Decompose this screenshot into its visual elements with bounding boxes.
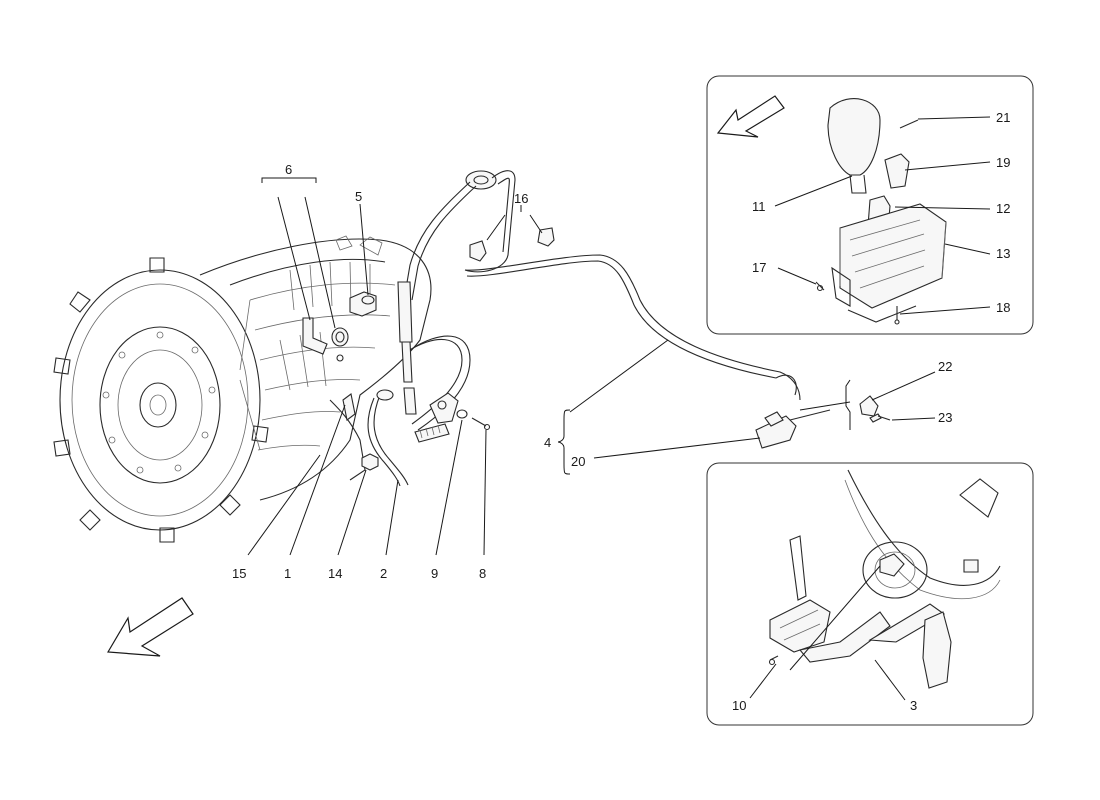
selector-cable-part-2	[367, 335, 471, 487]
callout-18: 18	[996, 300, 1010, 315]
callout-1: 1	[284, 566, 291, 581]
callout-2: 2	[380, 566, 387, 581]
bushing-part-5	[349, 291, 377, 317]
grommet	[331, 327, 349, 347]
callout-20: 20	[571, 454, 585, 469]
callout-14: 14	[328, 566, 342, 581]
lever-part-1	[342, 393, 356, 421]
nut-part-14	[361, 453, 379, 471]
callout-5: 5	[355, 189, 362, 204]
callout-17: 17	[752, 260, 766, 275]
leader-lines	[247, 177, 851, 556]
gear-cable-part-4	[397, 170, 831, 449]
callout-11: 11	[752, 199, 766, 214]
callout-labels: 6 5 16 15 1 14 2 9 8 4 20 21 19 11 12 13…	[232, 110, 1010, 713]
callout-3: 3	[910, 698, 917, 713]
callout-16: 16	[514, 191, 528, 206]
callout-12: 12	[996, 201, 1010, 216]
bolt-part-8	[471, 417, 491, 431]
callout-4: 4	[544, 435, 551, 450]
callout-19: 19	[996, 155, 1010, 170]
shifter-detail-inset	[706, 75, 1034, 335]
callout-8: 8	[479, 566, 486, 581]
callout-9: 9	[431, 566, 438, 581]
callout-23: 23	[938, 410, 952, 425]
callout-15: 15	[232, 566, 246, 581]
callout-21: 21	[996, 110, 1010, 125]
callout-6: 6	[285, 162, 292, 177]
screw-part-23	[869, 413, 891, 423]
callout-10: 10	[732, 698, 746, 713]
bracket-part-6	[302, 317, 344, 362]
direction-arrow-icon	[106, 597, 194, 657]
callout-22: 22	[938, 359, 952, 374]
washer-part-9	[456, 409, 468, 419]
transmission-housing	[53, 235, 432, 543]
clip-part-22	[859, 395, 879, 417]
callout-13: 13	[996, 246, 1010, 261]
pedal-detail-inset	[706, 462, 1034, 726]
